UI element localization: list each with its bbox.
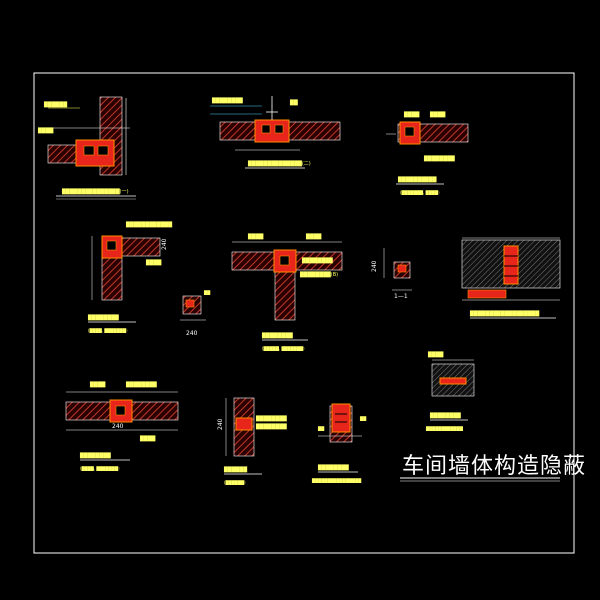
svg-text:████████: ████████ [211,97,243,104]
detail-end-3: ████ ████ ████████ ██████████ (███████, … [386,111,469,195]
svg-text:████████: ████████ [261,332,293,339]
detail-t-junction-5: ████ ████ ████████ ████████(B) ████████ … [231,233,343,351]
svg-text:██████████████████: ██████████████████ [469,310,539,317]
svg-text:████: ████ [37,127,54,134]
svg-text:██: ██ [289,99,298,106]
column-core [235,417,253,431]
drawing-title: 车间墙体构造隐蔽 [402,454,587,479]
svg-text:██: ██ [359,416,367,421]
detail-corner-l-4: 240 ████████████ ████ ████████ (████, ██… [87,221,172,333]
svg-text:████: ████ [427,351,444,358]
svg-text:(█████, ███████): (█████, ███████) [262,346,305,351]
svg-text:████████: ████████ [255,415,287,422]
svg-text:████: ████ [403,111,420,118]
svg-text:████████: ████████ [125,381,157,388]
svg-text:██████████: ██████████ [397,176,437,183]
svg-text:████: ████ [305,233,322,240]
detail-column-section-8: 240 ████████ ████████ ██████ (██████) [217,397,287,485]
detail-corner-l-1: ██████ ████ ███████████████(一) [37,96,136,200]
small-section-b: 240 1—1 [371,248,412,300]
svg-text:████████: ████████ [255,423,287,430]
svg-text:████: ████ [429,111,446,118]
column-core [75,139,115,167]
svg-text:(████, ███████): (████, ███████) [80,466,120,471]
svg-text:████████(B): ████████(B) [299,271,338,278]
svg-text:███████████████(一): ███████████████(一) [61,188,129,195]
svg-text:████████: ████████ [429,412,461,419]
svg-text:██: ██ [203,290,211,295]
dim-240: 240 [161,238,168,250]
svg-text:██: ██ [317,426,325,431]
svg-text:████████: ████████ [87,314,119,321]
detail-elevation-10: ████ ████████ ████████████ [425,351,475,431]
dim-240: 240 [371,260,378,272]
svg-text:████: ████ [247,233,264,240]
dim-240: 240 [112,423,124,430]
svg-text:(████, ███████): (████, ███████) [88,328,128,333]
dim-240: 240 [217,418,224,430]
svg-text:(███████, ████): (███████, ████) [400,190,440,195]
dim-240: 240 [186,330,198,337]
sheet-frame [33,72,575,554]
column-core [503,245,519,285]
svg-text:████████████: ████████████ [125,221,172,228]
svg-text:████████: ████████ [317,464,349,471]
detail-pilaster-9: ██ ██ ████████ ████████████████ [311,403,367,483]
svg-text:██████: ██████ [43,101,67,108]
svg-text:██████: ██████ [223,466,247,473]
column-core [439,377,467,385]
column-core [254,119,290,143]
column-core [331,403,351,433]
section-marker-1-1: 1—1 [394,293,408,300]
svg-text:████████████████: ████████████████ [311,478,362,483]
svg-text:██████████████(二): ██████████████(二) [247,160,311,167]
detail-straight-wall-7: ████ ████████ 240 ████ ████████ (████, █… [65,381,179,471]
detail-wall-elevation-6: ██████████████████ [461,237,561,319]
svg-text:████████: ████████ [79,452,111,459]
svg-text:████████████: ████████████ [425,426,464,431]
svg-text:████████: ████████ [301,257,333,264]
svg-text:████████: ████████ [423,155,455,162]
small-section-a: 240 ██ [180,290,211,337]
svg-text:████: ████ [89,381,106,388]
svg-text:(██████): (██████) [224,480,246,485]
svg-text:████: ████ [139,435,156,442]
detail-wall-2: ████████ ██ ██████████████(二) [210,96,341,169]
svg-text:████: ████ [145,259,162,266]
